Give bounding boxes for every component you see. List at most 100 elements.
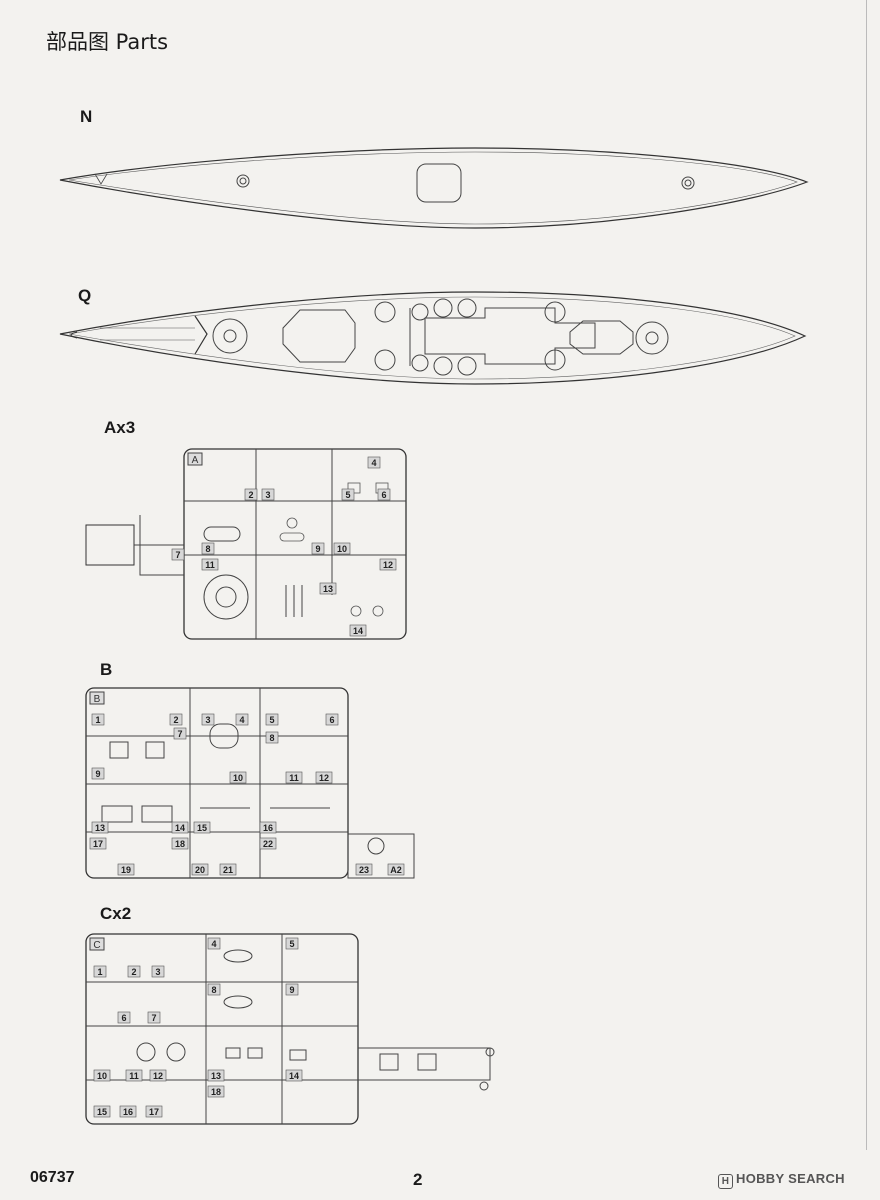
part-number-tag — [201, 713, 215, 726]
part-number-19: 19 — [121, 865, 131, 875]
part-number-tag — [285, 1069, 303, 1082]
part-number-12: 12 — [153, 1071, 163, 1081]
part-number-tag — [117, 863, 135, 876]
part-number-tag — [201, 542, 215, 555]
part-number-tag — [193, 821, 211, 834]
part-number-tag — [261, 488, 275, 501]
part-number-4: 4 — [239, 715, 244, 725]
part-number-13: 13 — [95, 823, 105, 833]
part-number-8: 8 — [205, 544, 210, 554]
part-number-tag — [207, 983, 221, 996]
part-number-tag — [333, 542, 351, 555]
part-number-tag — [91, 821, 109, 834]
part-number-tag — [285, 983, 299, 996]
part-number-9: 9 — [95, 769, 100, 779]
part-number-tag — [244, 488, 258, 501]
part-number-7: 7 — [151, 1013, 156, 1023]
part-number-tag — [285, 937, 299, 950]
part-number-1: 1 — [95, 715, 100, 725]
part-number-tag — [119, 1105, 137, 1118]
part-number-tag — [89, 837, 107, 850]
hobby-search-logo-icon: H — [718, 1174, 733, 1189]
part-number-tag — [265, 731, 279, 744]
part-number-tag — [169, 713, 183, 726]
hull-deck-n — [59, 147, 809, 229]
part-number-3: 3 — [205, 715, 210, 725]
part-number-11: 11 — [289, 773, 299, 783]
part-number-tag — [117, 1011, 131, 1024]
part-number-tag — [147, 1011, 161, 1024]
part-number-23: 23 — [359, 865, 369, 875]
part-number-tag — [355, 863, 373, 876]
part-number-tag — [311, 542, 325, 555]
part-number-tag — [377, 488, 391, 501]
part-number-4: 4 — [211, 939, 216, 949]
part-number-15: 15 — [97, 1107, 107, 1117]
part-number-tag — [207, 1085, 225, 1098]
part-number-tag — [219, 863, 237, 876]
sprue-c-letter: C — [93, 940, 100, 951]
part-number-tag — [229, 771, 247, 784]
part-number-tag — [367, 456, 381, 469]
sprue-a-letter: A — [192, 455, 199, 466]
part-number-tag — [145, 1105, 163, 1118]
section-label-q: Q — [78, 286, 92, 305]
part-number-5: 5 — [345, 490, 350, 500]
part-number-2: 2 — [173, 715, 178, 725]
part-number-tag — [93, 1105, 111, 1118]
part-number-tag — [149, 1069, 167, 1082]
part-number-tag — [125, 1069, 143, 1082]
part-number-13: 13 — [323, 584, 333, 594]
part-number-tag — [201, 558, 219, 571]
part-number-tag — [91, 713, 105, 726]
part-number-tag — [235, 713, 249, 726]
part-number-5: 5 — [289, 939, 294, 949]
part-number-tag — [349, 624, 367, 637]
part-number-tag — [259, 821, 277, 834]
part-number-3: 3 — [155, 967, 160, 977]
part-number-tag — [379, 558, 397, 571]
part-number-22: 22 — [263, 839, 273, 849]
part-number-tag — [259, 837, 277, 850]
part-number-tag — [173, 727, 187, 740]
part-number-17: 17 — [149, 1107, 159, 1117]
section-label-a: Ax3 — [104, 418, 136, 437]
section-label-n: N — [80, 107, 93, 126]
part-number-18: 18 — [175, 839, 185, 849]
part-number-14: 14 — [353, 626, 363, 636]
part-number-1: 1 — [97, 967, 102, 977]
part-number-11: 11 — [205, 560, 215, 570]
part-number-tag — [265, 713, 279, 726]
part-number-10: 10 — [337, 544, 347, 554]
part-number-tag — [171, 837, 189, 850]
product-code: 06737 — [30, 1169, 75, 1186]
part-number-9: 9 — [315, 544, 320, 554]
sprue-b-letter: B — [94, 694, 101, 705]
part-number-6: 6 — [329, 715, 334, 725]
part-number-10: 10 — [97, 1071, 107, 1081]
part-number-10: 10 — [233, 773, 243, 783]
part-number-6: 6 — [121, 1013, 126, 1023]
part-number-17: 17 — [93, 839, 103, 849]
part-number-tag — [171, 821, 189, 834]
part-number-14: 14 — [175, 823, 185, 833]
watermark-text: HOBBY SEARCH — [736, 1171, 845, 1186]
part-number-tag — [315, 771, 333, 784]
section-label-c: Cx2 — [100, 904, 132, 923]
part-number-16: 16 — [263, 823, 273, 833]
part-number-tag — [93, 1069, 111, 1082]
part-number-8: 8 — [269, 733, 274, 743]
part-number-tag — [171, 548, 185, 561]
part-number-2: 2 — [131, 967, 136, 977]
part-number-12: 12 — [319, 773, 329, 783]
part-number-tag — [191, 863, 209, 876]
part-number-tag — [91, 767, 105, 780]
part-number-14: 14 — [289, 1071, 299, 1081]
part-number-9: 9 — [289, 985, 294, 995]
part-number-tag — [285, 771, 303, 784]
part-number-7: 7 — [177, 729, 182, 739]
page-title: 部品图 Parts — [46, 30, 169, 54]
